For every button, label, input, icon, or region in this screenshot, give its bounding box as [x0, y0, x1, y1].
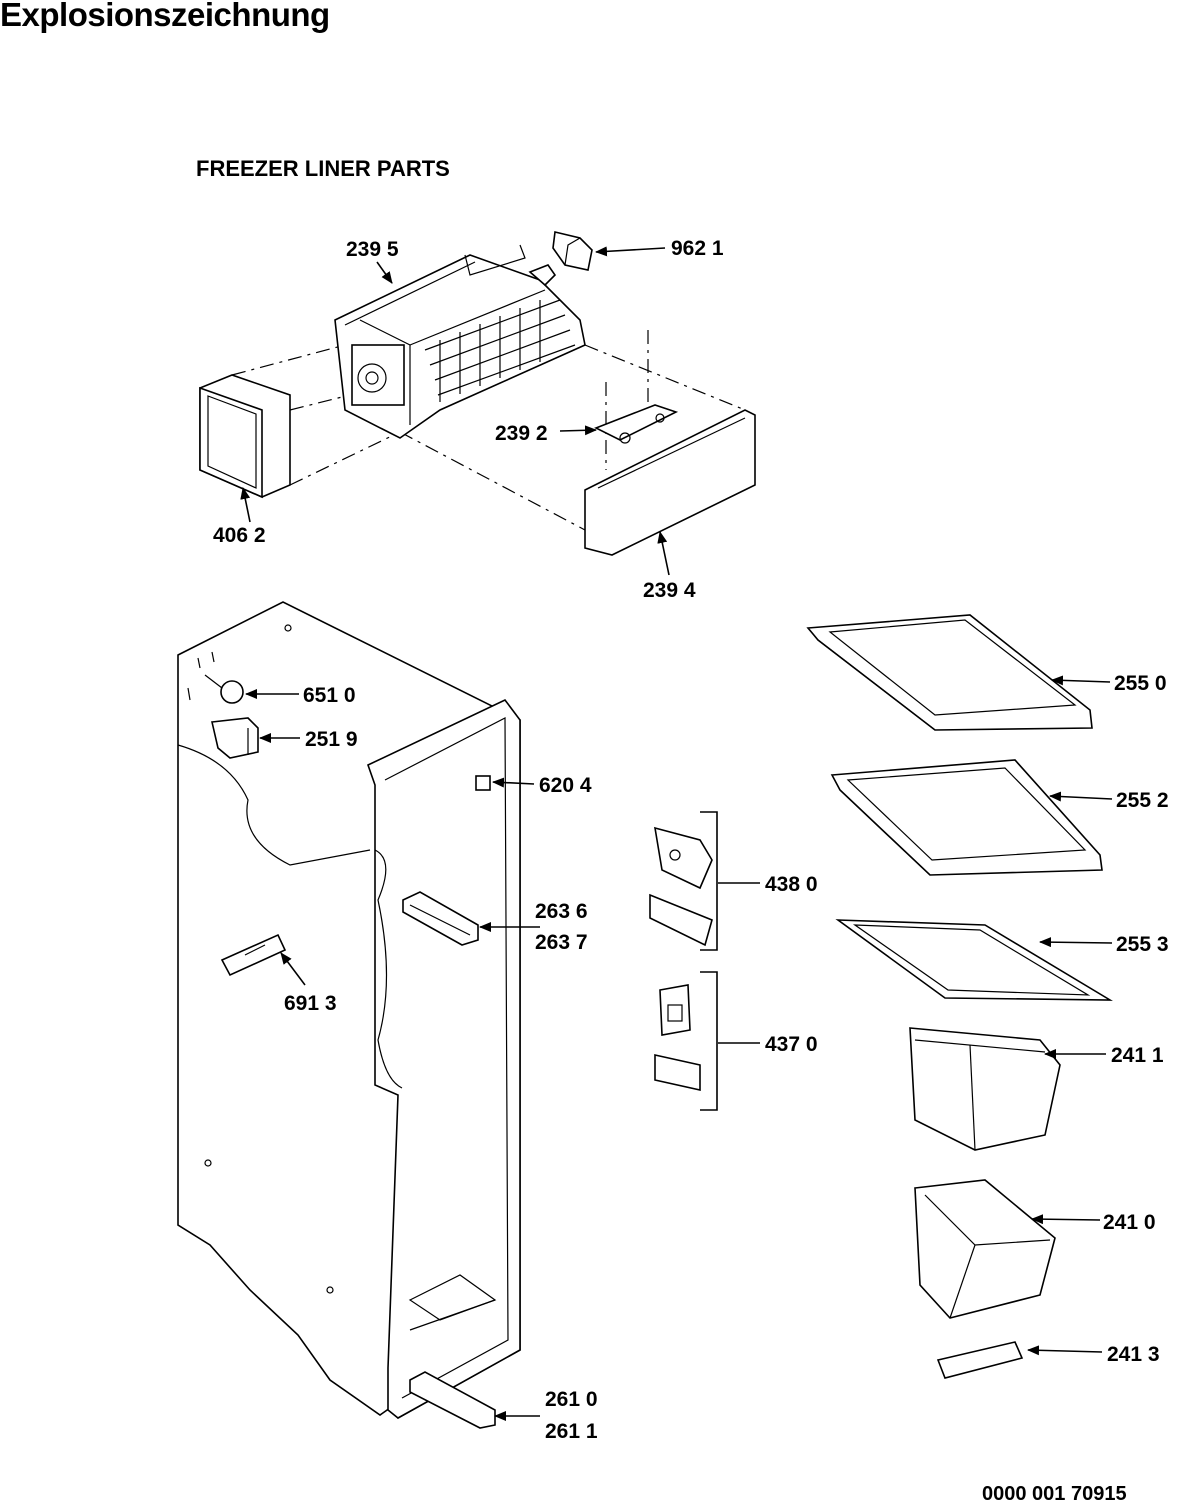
- callout-lamp-socket: 251 9: [305, 728, 358, 751]
- callout-bin-1: 241 1: [1111, 1044, 1164, 1067]
- callout-thermostat: 691 3: [284, 992, 337, 1015]
- callout-rail-b: 261 1: [545, 1420, 598, 1443]
- callout-control-b: 263 7: [535, 931, 588, 954]
- callout-ice-maker-bracket: 239 2: [495, 422, 548, 445]
- callout-switch: 620 4: [539, 774, 592, 797]
- callout-rail-a: 261 0: [545, 1388, 598, 1411]
- callout-bin-2: 241 0: [1103, 1211, 1156, 1234]
- callout-ice-maker-clip: 962 1: [671, 237, 724, 260]
- callout-shelf-1: 255 0: [1114, 672, 1167, 695]
- section-title: FREEZER LINER PARTS: [196, 156, 450, 181]
- callout-ice-bin-front: 239 4: [643, 579, 696, 602]
- callout-board-1: 438 0: [765, 873, 818, 896]
- leader-lines: [240, 246, 1113, 1421]
- ice-maker-assembly: [199, 231, 756, 556]
- callout-shelf-2: 255 2: [1116, 789, 1169, 812]
- callout-bin-trim: 241 3: [1107, 1343, 1160, 1366]
- callout-control-a: 263 6: [535, 900, 588, 923]
- callout-ice-maker: 239 5: [346, 238, 399, 261]
- shelves-and-bins: [806, 614, 1113, 1379]
- document-number: 0000 001 70915: [982, 1483, 1127, 1505]
- callout-lamp: 651 0: [303, 684, 356, 707]
- callout-shelf-3: 255 3: [1116, 933, 1169, 956]
- callout-ice-maker-cover: 406 2: [213, 524, 266, 547]
- callout-labels: 239 5 962 1 239 2 406 2 239 4 255 0 255 …: [213, 237, 1169, 1443]
- electronic-boards: [649, 811, 718, 1111]
- freezer-liner: [177, 601, 521, 1429]
- page-title: Explosionszeichnung: [0, 0, 330, 33]
- callout-board-2: 437 0: [765, 1033, 818, 1056]
